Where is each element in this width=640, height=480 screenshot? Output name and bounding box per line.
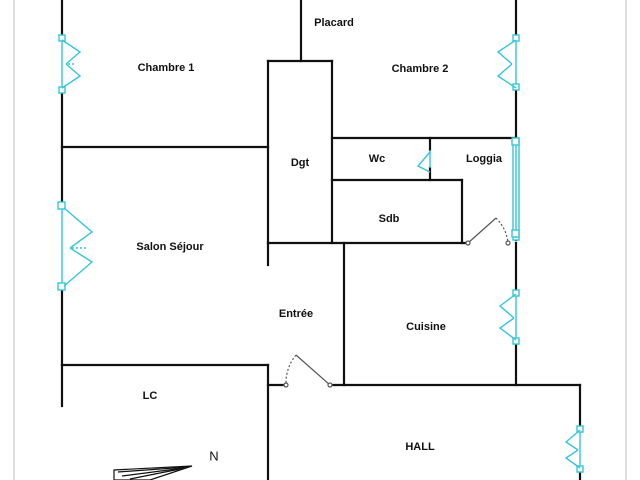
windows	[57, 34, 584, 473]
page-border	[13, 0, 627, 480]
room-salon-sejour: Salon Séjour	[136, 241, 204, 253]
room-sdb: Sdb	[378, 213, 400, 225]
window-chambre1	[58, 34, 82, 94]
door-sdb	[465, 217, 511, 246]
window-salon	[57, 201, 94, 291]
room-chambre2: Chambre 2	[391, 63, 449, 75]
room-dgt: Dgt	[290, 157, 310, 169]
room-cuisine: Cuisine	[406, 321, 446, 333]
window-cuisine	[498, 289, 520, 345]
walls	[60, 0, 582, 480]
room-placard: Placard	[314, 17, 354, 29]
compass-arrow-icon	[113, 465, 193, 480]
window-chambre2	[496, 34, 520, 91]
room-chambre1: Chambre 1	[137, 62, 195, 74]
room-entree: Entrée	[278, 308, 314, 320]
room-wc: Wc	[368, 153, 386, 165]
door-entree	[283, 354, 333, 388]
window-loggia	[511, 137, 520, 241]
room-loggia: Loggia	[465, 153, 503, 165]
window-wc	[416, 150, 431, 173]
doors	[283, 217, 511, 388]
compass-north-label: N	[209, 448, 219, 464]
room-lc: LC	[142, 390, 158, 402]
room-hall: HALL	[405, 441, 435, 453]
window-hall	[564, 425, 584, 473]
